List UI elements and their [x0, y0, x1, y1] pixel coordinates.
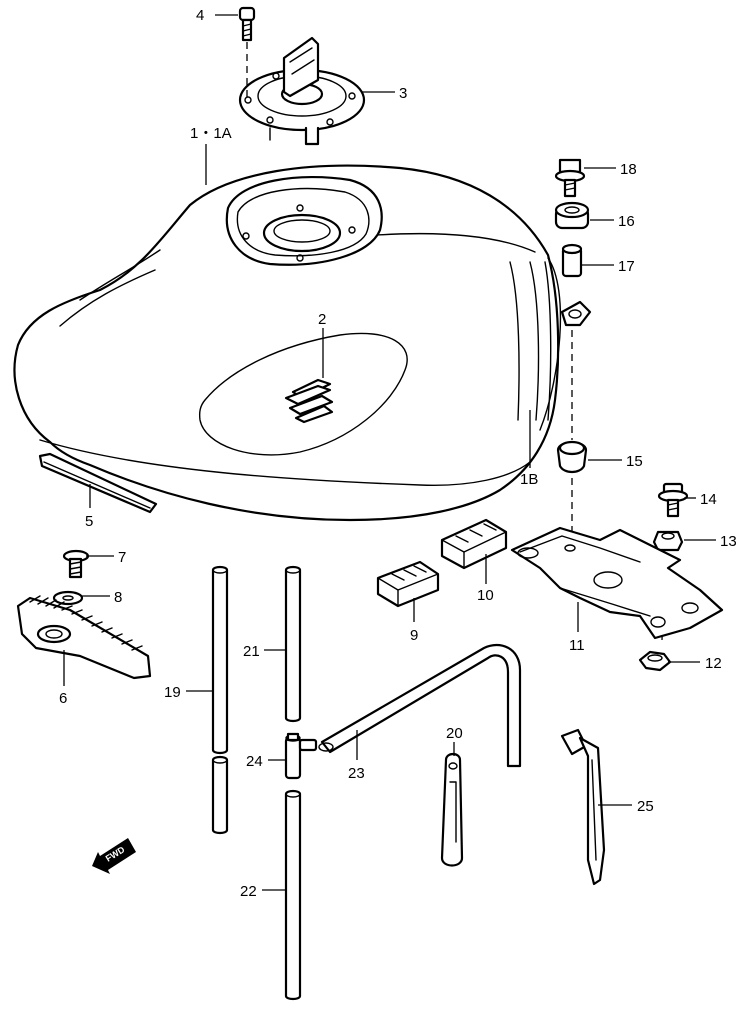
callout-23: 23: [348, 765, 365, 782]
cushion-9-icon: [376, 560, 440, 608]
callout-3: 3: [399, 85, 407, 102]
collar-17-icon: [561, 243, 583, 278]
washer-8-icon: [52, 590, 84, 606]
callout-labels: 4 3 1・1A 18 16 17 2 1B 15 5 14 13 7 8 10…: [59, 7, 737, 900]
bolt-14-icon: [657, 482, 689, 518]
protector-strip-5: [38, 452, 158, 514]
callout-9: 9: [410, 627, 418, 644]
hose-22: [284, 789, 302, 1001]
tank-mounting-bracket: [510, 526, 724, 640]
cushion-16-icon: [554, 201, 590, 230]
fuel-tank: [13, 164, 562, 522]
callout-21: 21: [243, 643, 260, 660]
nut-12-icon: [638, 650, 672, 672]
callout-14: 14: [700, 491, 717, 508]
callout-16: 16: [618, 213, 635, 230]
callout-4: 4: [196, 7, 204, 24]
callout-1-1a: 1・1A: [190, 125, 232, 142]
t-joint-24: [284, 732, 318, 780]
forward-direction-arrow-icon: FWD: [92, 838, 136, 874]
protector-6: [16, 595, 152, 680]
leader-lines: [63, 14, 716, 891]
callout-17: 17: [618, 258, 635, 275]
callout-11: 11: [569, 637, 585, 654]
callout-10: 10: [477, 587, 494, 604]
callout-13: 13: [720, 533, 737, 550]
callout-6: 6: [59, 690, 67, 707]
cushion-13-icon: [652, 530, 684, 552]
callout-20: 20: [446, 725, 463, 742]
fuel-filler-cap: [238, 36, 366, 146]
cushion-10-icon: [440, 518, 508, 570]
suzuki-s-emblem-icon: [284, 378, 334, 424]
callout-1b: 1B: [520, 471, 538, 488]
callout-22: 22: [240, 883, 257, 900]
callout-7: 7: [118, 549, 126, 566]
hose-19: [211, 565, 229, 835]
callout-24: 24: [246, 753, 263, 770]
callout-25: 25: [637, 798, 654, 815]
bolt-18-icon: [554, 158, 586, 198]
callout-19: 19: [164, 684, 181, 701]
tube-25: [560, 728, 606, 886]
bolt-4-icon: [238, 6, 256, 100]
hose-23: [318, 643, 522, 768]
tank-rear-bracket: [560, 300, 592, 327]
callout-15: 15: [626, 453, 643, 470]
callout-8: 8: [114, 589, 122, 606]
screw-7-icon: [62, 549, 90, 579]
callout-12: 12: [705, 655, 722, 672]
cushion-15-icon: [556, 440, 588, 474]
callout-18: 18: [620, 161, 637, 178]
clamp-20: [440, 752, 464, 867]
callout-5: 5: [85, 513, 93, 530]
hose-21: [284, 565, 302, 723]
callout-2: 2: [318, 311, 326, 328]
